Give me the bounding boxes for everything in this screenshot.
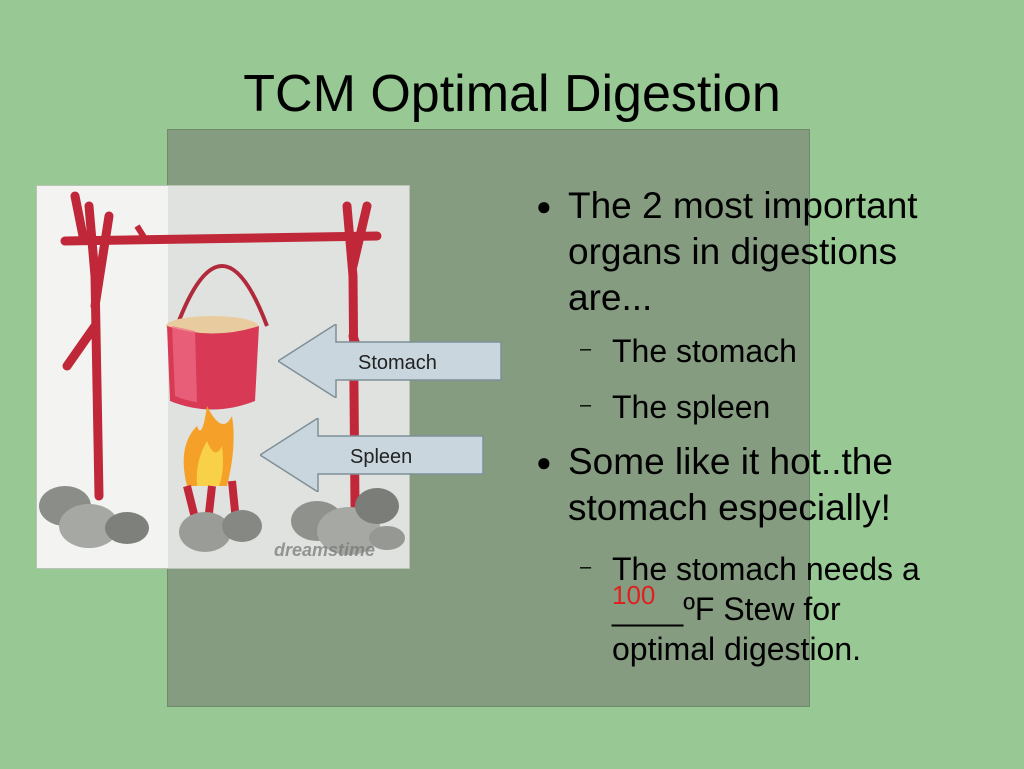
bullet-dash-icon: – [580,394,592,416]
sub-bullet-stew-line2-wrap: 100 ____ºF Stew for [612,580,1010,629]
bullet-hot: ● Some like it hot..the stomach especial… [530,439,1010,531]
bullet-dash-icon: – [580,556,592,578]
stomach-arrow-label: Stomach [358,352,437,374]
bullet-dot-icon: ● [536,447,552,477]
watermark-text: dreamstime [274,540,376,560]
temperature-answer: 100 [612,580,656,610]
stomach-arrow [278,324,502,398]
slide-title: TCM Optimal Digestion [243,65,781,123]
sub-bullet-stew-line3: optimal digestion. [612,631,862,667]
sub-bullet-stew-line2: ____ºF Stew for [612,591,841,627]
bullet-list: ● The 2 most important organs in digesti… [530,183,1010,669]
sub-bullet-stomach: – The stomach [530,331,1010,371]
sub-bullet-spleen-text: The spleen [612,389,771,425]
sub-bullet-spleen: – The spleen [530,387,1010,427]
spleen-arrow-label: Spleen [350,446,413,468]
sub-bullet-stew-line1: The stomach needs a [612,551,920,587]
sub-bullet-stew: – The stomach needs a 100 ____ºF Stew fo… [530,549,1010,669]
bullet-organs-line2: organs in digestions [568,231,898,272]
bullet-dash-icon: – [580,338,592,360]
bullet-hot-line1: Some like it hot..the [568,441,893,482]
spleen-arrow [260,418,484,492]
bullet-dot-icon: ● [536,191,552,221]
sub-bullet-stomach-text: The stomach [612,333,797,369]
bullet-organs: ● The 2 most important organs in digesti… [530,183,1010,321]
bullet-organs-line3: are... [568,277,653,318]
bullet-hot-line2: stomach especially! [568,487,891,528]
bullet-organs-line1: The 2 most important [568,185,918,226]
